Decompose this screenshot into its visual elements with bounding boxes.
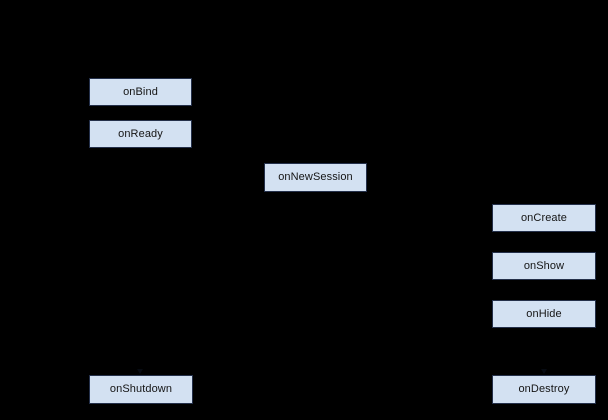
node-onshow[interactable]: onShow (492, 252, 596, 280)
node-onready-label: onReady (118, 127, 163, 140)
arrowhead-onshutdown-icon (137, 369, 143, 374)
node-onshutdown[interactable]: onShutdown (89, 375, 193, 404)
arrowhead-ondestroy-icon (541, 369, 547, 374)
node-onhide[interactable]: onHide (492, 300, 596, 328)
edge-onready-onshutdown (140, 148, 141, 375)
node-onnewsession[interactable]: onNewSession (264, 163, 367, 192)
node-onhide-label: onHide (526, 307, 562, 320)
edge-oncreate-onshow (544, 232, 545, 252)
node-oncreate-label: onCreate (520, 211, 568, 224)
edge-onhide-ondestroy (544, 328, 545, 375)
node-onbind-label: onBind (123, 85, 158, 98)
node-onready[interactable]: onReady (89, 120, 192, 148)
node-ondestroy-label: onDestroy (518, 383, 570, 395)
node-onbind[interactable]: onBind (89, 78, 192, 106)
edge-onbind-onready (140, 106, 141, 120)
node-onnewsession-label: onNewSession (278, 171, 353, 183)
edge-onshow-onhide (544, 280, 545, 300)
node-onshow-label: onShow (523, 259, 565, 272)
node-ondestroy[interactable]: onDestroy (492, 375, 596, 404)
node-oncreate[interactable]: onCreate (492, 204, 596, 232)
node-onshutdown-label: onShutdown (109, 383, 173, 395)
